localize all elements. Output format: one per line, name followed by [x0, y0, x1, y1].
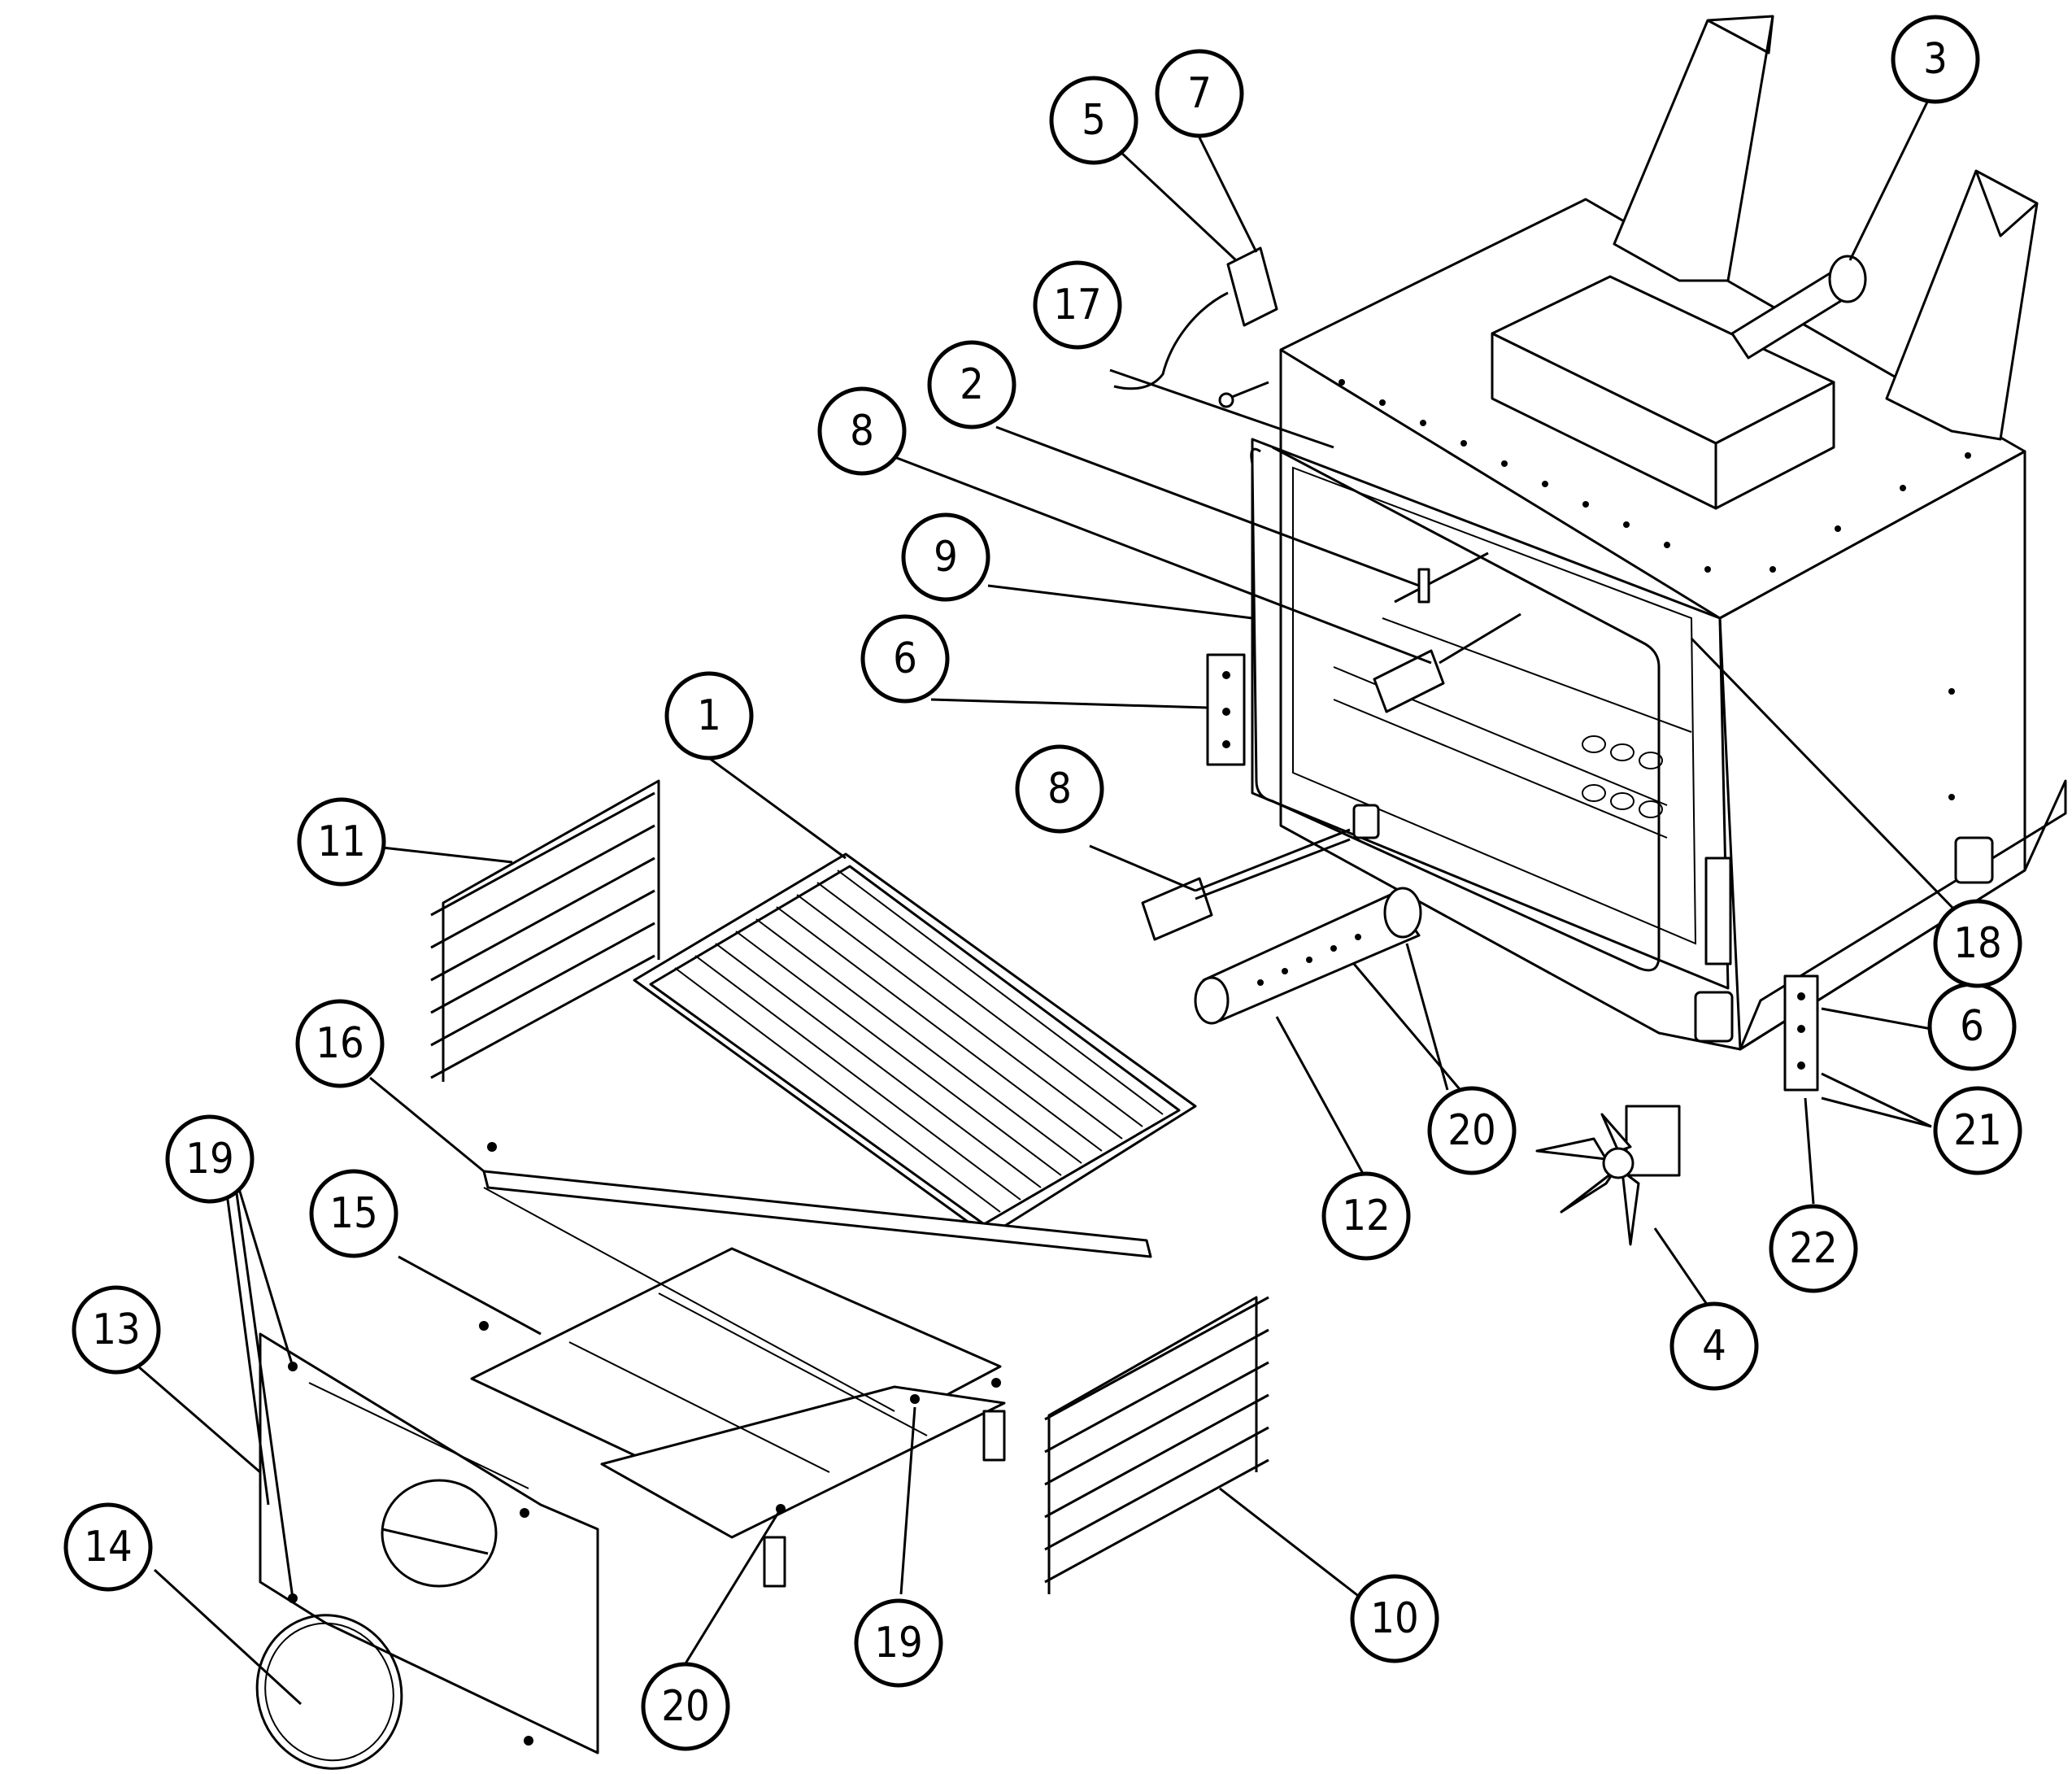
callout-21: 21 [1933, 1086, 2022, 1175]
callout-1: 1 [664, 671, 754, 761]
callout-20-upper: 20 [1427, 1086, 1517, 1175]
callout-label: 15 [329, 1189, 378, 1238]
baffle-tube [1194, 887, 1422, 1025]
callout-label: 5 [1082, 96, 1106, 145]
callout-12: 12 [1321, 1171, 1411, 1261]
callout-19-left: 19 [165, 1114, 255, 1204]
callout-label: 22 [1789, 1224, 1838, 1273]
callout-8-lower: 8 [1015, 744, 1104, 834]
callout-8-upper: 8 [817, 386, 907, 476]
callout-label: 6 [1960, 1002, 1984, 1051]
callout-18: 18 [1933, 899, 2022, 988]
callout-label: 9 [934, 533, 958, 582]
callout-11: 11 [297, 797, 386, 887]
callout-label: 7 [1187, 69, 1212, 118]
cavity-hinge [1704, 856, 1732, 965]
callout-label: 13 [92, 1305, 141, 1354]
leader-lines [137, 85, 1957, 1706]
callout-label: 17 [1053, 281, 1102, 329]
callout-label: 1 [697, 691, 721, 740]
callout-17: 17 [1033, 260, 1122, 350]
callout-4: 4 [1669, 1301, 1759, 1391]
top-bracket-left [1613, 15, 1774, 282]
callout-label: 21 [1953, 1106, 2002, 1155]
callout-label: 19 [874, 1619, 923, 1667]
flue-pipe [1730, 255, 1867, 360]
callout-16: 16 [295, 999, 385, 1088]
callout-6-right: 6 [1927, 982, 2017, 1071]
callout-label: 8 [1047, 765, 1072, 813]
side-rack-left [430, 779, 660, 1082]
door-hinge-left [1206, 653, 1246, 766]
callout-label: 16 [316, 1019, 364, 1068]
callout-20-lower: 20 [641, 1662, 730, 1751]
heating-element-installed [1373, 612, 1521, 713]
callout-7: 7 [1155, 49, 1244, 138]
callout-label: 4 [1702, 1322, 1726, 1371]
gasket-ring [255, 1614, 403, 1770]
callout-14: 14 [63, 1502, 153, 1592]
callout-9: 9 [901, 512, 990, 602]
probe-rod [1394, 551, 1489, 604]
callout-label: 10 [1370, 1594, 1419, 1643]
callout-label: 14 [84, 1523, 133, 1571]
callout-label: 3 [1923, 35, 1948, 84]
blower-housing [1491, 275, 1835, 510]
callout-label: 20 [1447, 1106, 1496, 1155]
oven-rack [633, 852, 1197, 1238]
callout-label: 6 [893, 634, 917, 683]
heating-element [1141, 828, 1351, 941]
callout-10: 10 [1350, 1574, 1439, 1663]
callout-label: 8 [850, 407, 874, 455]
callout-label: 2 [960, 360, 984, 409]
top-bracket-right [1885, 169, 2039, 441]
callout-label: 12 [1342, 1192, 1391, 1240]
callout-15: 15 [309, 1169, 398, 1258]
control-switch [1113, 246, 1278, 390]
callout-label: 18 [1953, 919, 2002, 968]
bottom-panel [470, 1142, 1152, 1588]
callout-13: 13 [72, 1285, 161, 1375]
callout-5: 5 [1049, 76, 1138, 165]
callout-label: 19 [185, 1135, 234, 1183]
door-hinge-right [1783, 974, 1819, 1092]
side-rack-right [1044, 1296, 1269, 1594]
callout-19-bottom: 19 [854, 1598, 943, 1688]
callout-6-left: 6 [860, 614, 950, 704]
callout-label: 20 [661, 1682, 710, 1731]
front-cover-panel [259, 1332, 599, 1754]
callout-3: 3 [1891, 15, 1980, 104]
convection-fan [1535, 1105, 1681, 1246]
screw [1218, 381, 1269, 408]
callout-label: 11 [317, 817, 366, 866]
callout-22: 22 [1769, 1204, 1858, 1293]
callout-2: 2 [927, 340, 1016, 429]
